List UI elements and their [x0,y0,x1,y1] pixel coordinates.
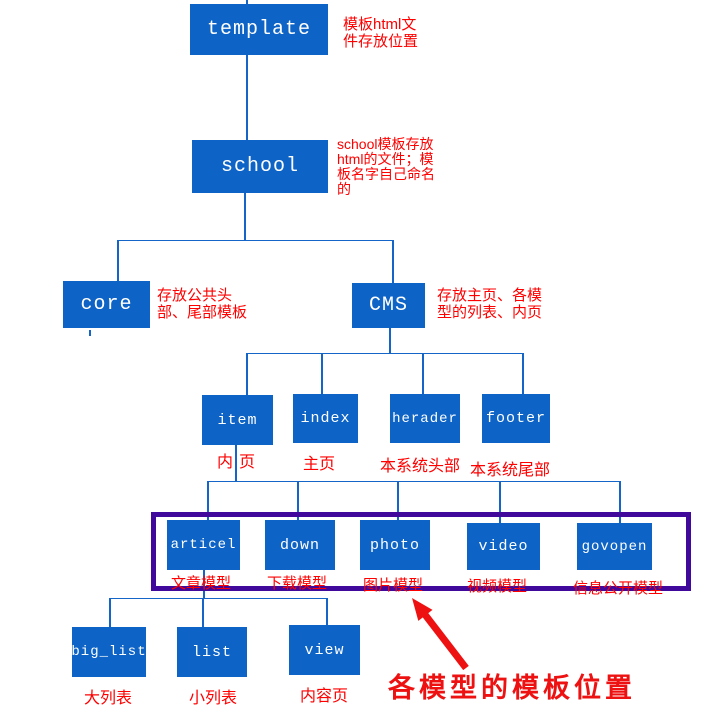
connector-split2-h [246,353,524,354]
connector-articel-down [203,570,205,598]
caption-herader: 本系统头部 [380,458,461,475]
node-biglist-label: big_list [71,644,147,660]
connector-school-down [244,193,246,240]
node-video-label: video [478,538,529,555]
connector-cms-v [392,240,394,283]
node-view-label: view [304,641,345,659]
note-cms-line1: 存放主页、各模 [437,287,543,304]
caption-item: 内页 [217,454,262,471]
node-template-label: template [206,18,311,41]
node-video-box: video [467,523,540,570]
note-school-line1: school模板存放 [337,136,434,152]
note-school-line3: 板名字自己命名 [337,166,435,182]
connector-video-v [499,481,501,523]
connector-photo-v [397,481,399,520]
connector-articel-v [207,481,209,520]
caption-biglist: 大列表 [84,690,133,707]
node-down-box: down [265,520,335,570]
note-school-line2: html的文件；模 [337,151,434,167]
caption-view: 内容页 [300,688,349,705]
connector-split1-h [117,240,394,241]
node-school-box: school [192,140,328,193]
node-down-label: down [279,536,320,554]
note-core-line1: 存放公共头 [157,287,233,304]
connector-split3-h [207,481,621,482]
note-template-line2: 件存放位置 [343,33,419,50]
caption-articel: 文章模型 [171,575,232,592]
connector-core-v [117,240,119,281]
caption-video: 视频模型 [467,578,528,595]
node-list-box: list [177,627,247,677]
note-cms-line2: 型的列表、内页 [437,304,543,321]
node-school-label: school [220,155,299,178]
connector-split4-h [109,598,328,599]
connector-footer-v [522,353,524,394]
node-item-label: item [217,411,258,429]
note-school: school模板存放 html的文件；模 板名字自己命名 的 [337,137,435,197]
node-index-box: index [293,394,358,443]
connector-index-v [321,353,323,394]
connector-top-stub [246,0,248,5]
node-view-box: view [289,625,360,675]
note-school-line4: 的 [337,181,351,197]
connector-herader-v [422,353,424,394]
connector-item-down [235,445,237,481]
node-footer-label: footer [485,410,546,427]
node-biglist-box: big_list [71,627,147,677]
node-list-label: list [191,643,232,661]
node-govopen-label: govopen [581,538,648,555]
node-item-box: item [202,395,273,445]
note-cms: 存放主页、各模 型的列表、内页 [437,287,542,321]
node-herader-label: herader [392,410,458,427]
connector-govopen-v [619,481,621,523]
node-articel-box: articel [167,520,240,570]
node-core-box: core [63,281,150,328]
caption-photo: 图片模型 [363,577,424,594]
note-core: 存放公共头 部、尾部模板 [157,287,247,321]
node-photo-label: photo [369,536,420,554]
connector-item-v [246,353,248,395]
node-cms-box: CMS [352,283,425,328]
highlight-label: 各模型的模板位置 [388,673,636,703]
caption-govopen: 信息公开模型 [573,580,664,597]
node-govopen-box: govopen [577,523,652,570]
note-core-line2: 部、尾部模板 [157,304,248,321]
node-herader-box: herader [390,394,460,443]
node-photo-box: photo [360,520,430,570]
red-arrow-icon [412,598,469,671]
connector-core-stub [89,330,91,336]
connector-biglist-v [109,598,111,627]
note-template-line1: 模板html文 [343,16,417,33]
connector-down-v [297,481,299,520]
caption-list: 小列表 [189,690,238,707]
node-core-label: core [80,293,133,316]
node-footer-box: footer [482,394,550,443]
node-cms-label: CMS [368,294,408,317]
node-articel-label: articel [170,537,237,553]
note-template: 模板html文 件存放位置 [343,16,418,50]
node-index-label: index [300,410,351,427]
model-templates-frame [151,512,691,591]
connector-view-v [326,598,328,625]
caption-footer: 本系统尾部 [470,462,551,479]
caption-index: 主页 [303,456,336,473]
connector-template-school [246,55,248,140]
connector-list-v [202,598,204,627]
node-template-box: template [190,4,328,55]
caption-down: 下载模型 [267,575,328,592]
connector-cms-down [389,328,391,353]
